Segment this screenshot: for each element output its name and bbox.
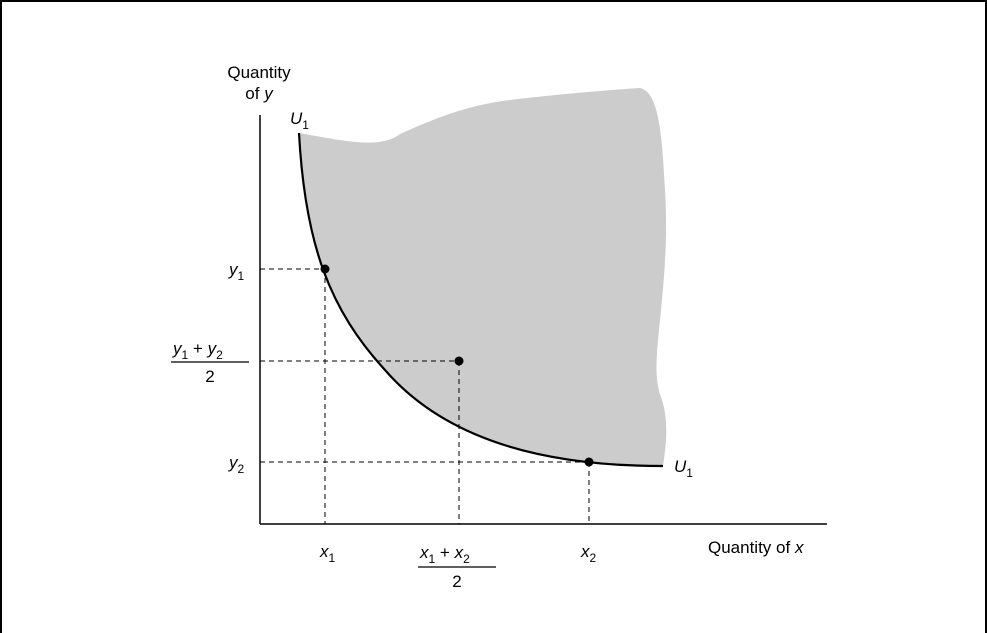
y-axis-title-line2: of y <box>245 84 274 103</box>
point-x1-y1 <box>320 264 330 274</box>
x-average-denominator: 2 <box>452 572 461 591</box>
curve-label-end: U1 <box>674 457 693 480</box>
x-tick-x1: x1 <box>319 542 336 565</box>
curve-label-top: U1 <box>290 109 309 132</box>
point-average <box>454 356 464 366</box>
y-average-numerator: y1 + y2 <box>172 339 223 362</box>
shaded-region <box>299 88 667 466</box>
x-axis-title: Quantity of x <box>708 538 804 557</box>
x-average-numerator: x1 + x2 <box>419 543 470 566</box>
y-tick-y1: y1 <box>228 260 245 283</box>
y-axis-title-line1: Quantity <box>227 63 291 82</box>
y-tick-y2: y2 <box>228 453 245 476</box>
x-tick-average: x1 + x2 2 <box>418 543 496 591</box>
guide-lines <box>260 268 590 524</box>
y-tick-average: y1 + y2 2 <box>171 339 249 386</box>
x-tick-x2: x2 <box>580 542 597 565</box>
point-x2-y2 <box>584 457 594 467</box>
indifference-curve-u1 <box>297 132 664 468</box>
y-average-denominator: 2 <box>205 367 214 386</box>
